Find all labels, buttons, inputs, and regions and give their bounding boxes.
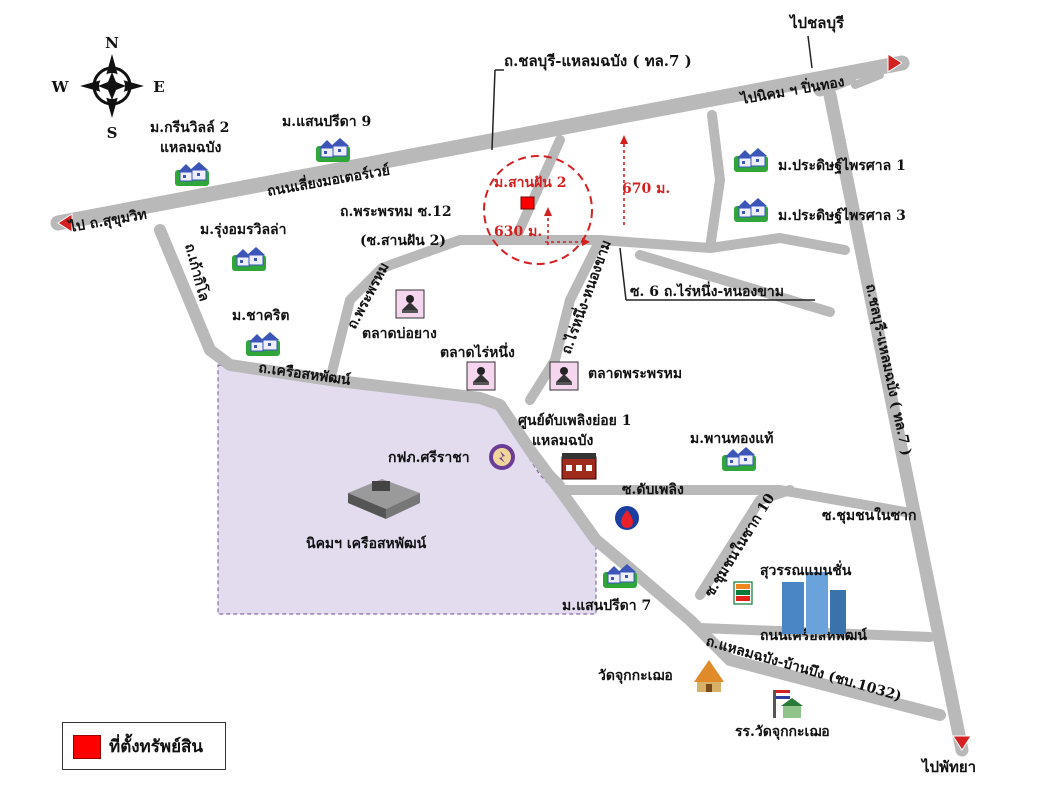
legend-swatch	[73, 735, 101, 759]
village-icon	[231, 246, 267, 272]
road-label-to-pattaya: ไปพัทยา	[920, 757, 976, 776]
road-label-phraphrom12: ถ.พระพรหม ซ.12	[340, 204, 452, 220]
place-talad-phraphrom: ตลาดพระพรหม	[588, 366, 682, 382]
fire-station-icon	[561, 453, 597, 480]
legend-label: ที่ตั้งทรัพย์สิน	[109, 737, 204, 757]
distance-630: 630 ม.	[494, 224, 542, 240]
building-icon	[782, 572, 846, 634]
place-fire-station-2: แหลมฉบัง	[532, 433, 593, 449]
gas-station-icon	[615, 506, 639, 530]
place-industrial: นิคมฯ เครือสหพัฒน์	[306, 535, 427, 552]
market-icon	[549, 361, 579, 391]
place-rungamorn: ม.รุ่งอมรวิลล่า	[200, 222, 287, 238]
compass-n: N	[105, 34, 119, 52]
arrow-head	[582, 238, 590, 246]
place-fire-station: ศูนย์ดับเพลิงย่อย 1	[518, 412, 632, 429]
road-label-soi6: ซ. 6 ถ.ไร่หนึ่ง-หนองขาม	[630, 281, 784, 300]
village-icon	[315, 137, 351, 163]
place-prachin1: ม.ประดิษฐ์ไพรศาล 1	[778, 156, 906, 175]
road-label-main: ถ.ชลบุรี-แหลมฉบัง ( ทล.7 )	[504, 52, 692, 71]
place-phanthongthae: ม.พานทองแท้	[690, 431, 774, 447]
place-greenville-2: แหลมฉบัง	[160, 140, 221, 156]
arrow-head	[544, 207, 552, 216]
place-wat: วัดจุกกะเฌอ	[598, 668, 673, 684]
seven-eleven-icon	[733, 581, 753, 605]
legend: ที่ตั้งทรัพย์สิน	[62, 722, 226, 770]
arrow-head	[620, 135, 628, 144]
road-direction-arrows	[57, 53, 972, 751]
leader-line	[807, 35, 813, 69]
property-radius	[483, 155, 593, 265]
road-label-dabphloeng: ซ.ดับเพลิง	[622, 482, 684, 498]
compass-e: E	[153, 78, 164, 96]
road-label-chumchon-h: ซ.ชุมชนในซาก	[822, 506, 916, 524]
compass-s: S	[107, 124, 118, 142]
place-school: รร.วัดจุกกะเฌอ	[735, 724, 830, 740]
place-saenprida9: ม.แสนปรีดา 9	[282, 114, 371, 130]
place-pea: กฟภ.ศรีราชา	[388, 450, 470, 466]
place-talad-boyang: ตลาดบ่อยาง	[362, 326, 437, 342]
village-icon	[721, 446, 757, 472]
place-suwan-mansion: สุวรรณแมนชั่น	[760, 560, 852, 579]
village-icon	[733, 147, 769, 173]
village-icon	[733, 197, 769, 223]
place-talad-rainueng: ตลาดไร่หนึ่ง	[440, 342, 515, 361]
pea-icon	[489, 444, 515, 470]
temple-icon	[694, 660, 724, 692]
road-label-sanfan2: (ซ.สานฝัน 2)	[360, 233, 446, 249]
distance-670: 670 ม.	[622, 181, 670, 197]
place-prachin3: ม.ประดิษฐ์ไพรศาล 3	[778, 206, 906, 225]
place-saenprida7: ม.แสนปรีดา 7	[562, 598, 651, 614]
village-icon	[174, 161, 210, 187]
compass-icon	[80, 54, 144, 118]
road-label-to-chonburi: ไปชลบุรี	[788, 13, 845, 33]
compass-w: W	[51, 78, 70, 96]
market-icon	[466, 361, 496, 391]
market-icon	[395, 289, 425, 319]
industrial-building-icon	[348, 479, 420, 519]
property-label: ม.สานฝัน 2	[494, 175, 566, 191]
leader-line	[619, 247, 627, 301]
road-label-chonburi-right: ถ.ชลบุรี-แหลมฉบัง ( ทล.7 )	[862, 283, 914, 458]
road-label-raining-nongkham: ถ.ไร่หนึ่ง-หนองขาม	[556, 237, 615, 356]
place-chakrit: ม.ชาคริต	[232, 308, 289, 324]
property-marker	[520, 196, 535, 210]
place-greenville: ม.กรีนวิลล์ 2	[150, 119, 229, 136]
leader-line	[491, 69, 496, 151]
village-icon	[245, 331, 281, 357]
school-icon	[773, 690, 803, 718]
